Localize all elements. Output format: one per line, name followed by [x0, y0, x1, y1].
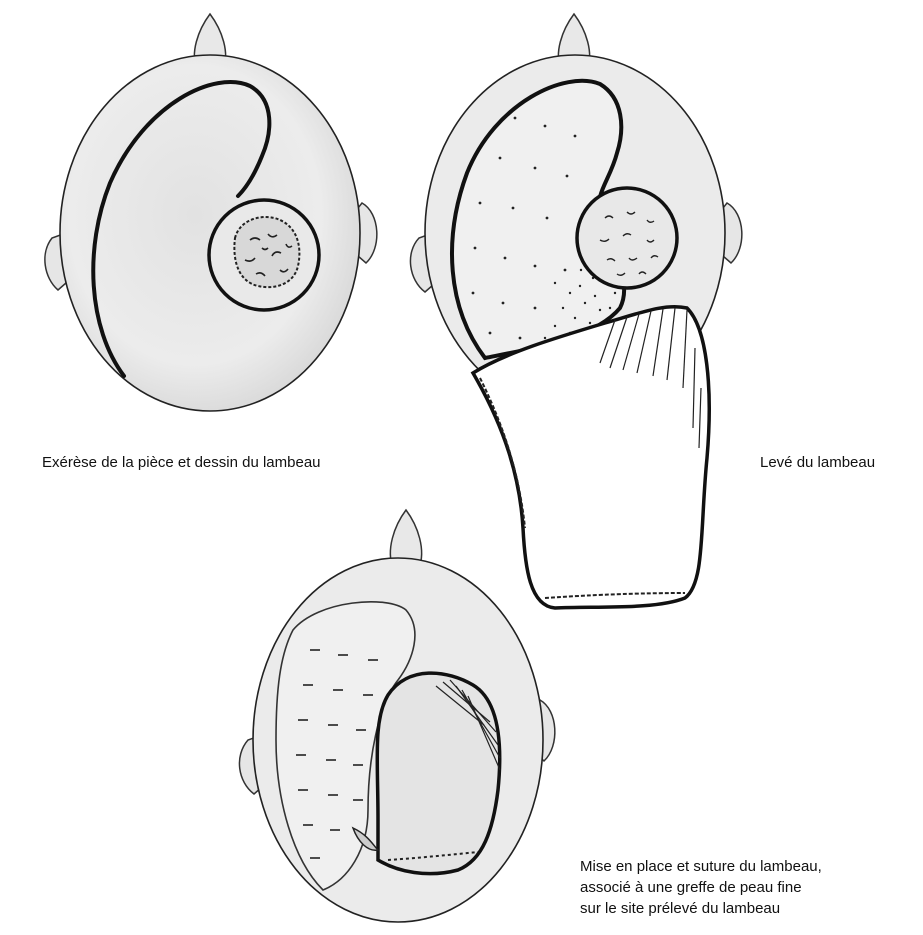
- caption-panel-1: Exérèse de la pièce et dessin du lambeau: [42, 452, 321, 473]
- tumor-lesion: [234, 217, 299, 287]
- caption-panel-3-line-1: Mise en place et suture du lambeau,: [580, 856, 822, 877]
- excision-circle: [577, 188, 677, 288]
- panel-3-flap-sutured: [228, 500, 558, 930]
- caption-panel-3-line-3: sur le site prélevé du lambeau: [580, 898, 780, 919]
- caption-panel-3-line-2: associé à une greffe de peau fine: [580, 877, 802, 898]
- head-illustration-1: [40, 8, 390, 428]
- ear-right-icon: [723, 203, 742, 263]
- sutured-flap: [377, 673, 500, 874]
- panel-1-excision: [40, 8, 390, 428]
- caption-panel-2: Levé du lambeau: [760, 452, 875, 473]
- head-illustration-3: [228, 500, 558, 930]
- ear-right-icon: [358, 203, 377, 263]
